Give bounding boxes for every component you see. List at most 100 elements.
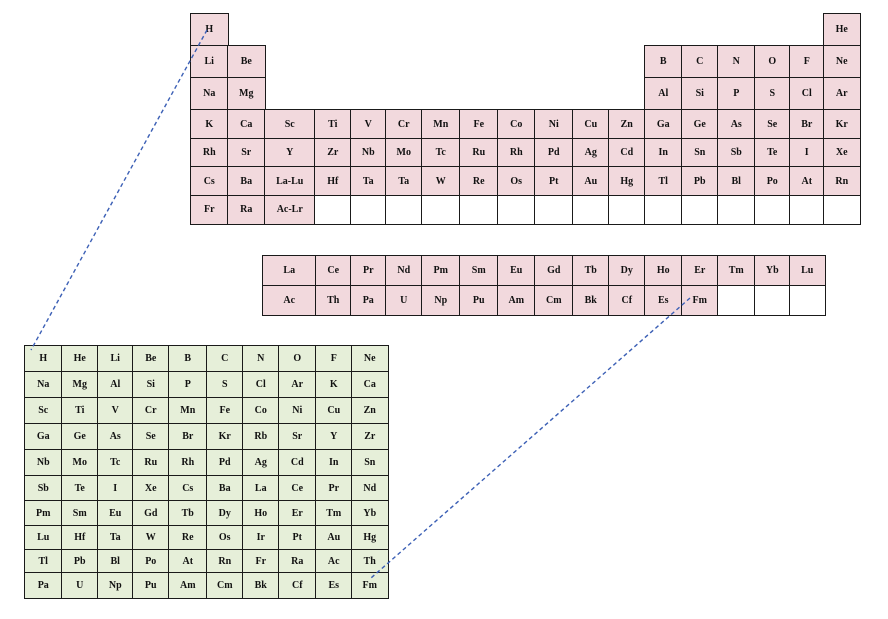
element-cell-ti: Ti: [314, 109, 352, 140]
empty-cell: [350, 195, 387, 225]
element-cell-pb: Pb: [681, 166, 719, 197]
grid-cell-ba: Ba: [206, 475, 244, 502]
grid-cell-pu: Pu: [132, 572, 170, 599]
f-block-cell-lu: Lu: [789, 255, 826, 287]
element-cell-cl: Cl: [789, 77, 825, 111]
grid-cell-tc: Tc: [97, 449, 134, 477]
grid-cell-ar: Ar: [278, 371, 317, 399]
grid-cell-bl: Bl: [97, 549, 134, 574]
element-cell-sb: Sb: [717, 138, 756, 168]
grid-cell-nd: Nd: [351, 475, 389, 502]
grid-cell-cr: Cr: [132, 397, 170, 425]
grid-cell-u: U: [61, 572, 99, 599]
f-block-cell-tm: Tm: [717, 255, 756, 287]
empty-cell: [608, 195, 646, 225]
grid-cell-hg: Hg: [351, 525, 389, 551]
element-cell-rh: Rh: [497, 138, 536, 168]
f-block-cell-cf: Cf: [608, 285, 646, 316]
empty-cell: [644, 195, 683, 225]
empty-cell: [385, 195, 423, 225]
f-block-cell-pr: Pr: [350, 255, 387, 287]
grid-cell-bk: Bk: [242, 572, 280, 599]
grid-cell-ce: Ce: [278, 475, 317, 502]
grid-cell-eu: Eu: [97, 500, 134, 527]
f-block-cell-ac: Ac: [262, 285, 317, 316]
empty-cell: [754, 285, 791, 316]
grid-cell-cd: Cd: [278, 449, 317, 477]
empty-cell: [681, 195, 719, 225]
grid-cell-gd: Gd: [132, 500, 170, 527]
grid-cell-be: Be: [132, 345, 170, 373]
empty-cell: [754, 195, 791, 225]
empty-cell: [421, 195, 461, 225]
grid-cell-np: Np: [97, 572, 134, 599]
element-cell-c: C: [681, 45, 719, 79]
grid-cell-ag: Ag: [242, 449, 280, 477]
grid-cell-yb: Yb: [351, 500, 389, 527]
grid-cell-fr: Fr: [242, 549, 280, 574]
f-block-cell-cm: Cm: [534, 285, 574, 316]
grid-cell-ga: Ga: [24, 423, 63, 451]
empty-cell: [497, 195, 536, 225]
empty-cell: [789, 195, 825, 225]
element-cell-ac-lr: Ac-Lr: [264, 195, 316, 225]
grid-cell-sc: Sc: [24, 397, 63, 425]
element-cell-sc: Sc: [264, 109, 316, 140]
grid-cell-s: S: [206, 371, 244, 399]
element-cell-ta: Ta: [385, 166, 423, 197]
grid-cell-w: W: [132, 525, 170, 551]
grid-cell-rb: Rb: [242, 423, 280, 451]
grid-cell-kr: Kr: [206, 423, 244, 451]
empty-cell: [789, 285, 826, 316]
f-block-cell-ho: Ho: [644, 255, 683, 287]
element-cell-mg: Mg: [227, 77, 266, 111]
element-cell-co: Co: [497, 109, 536, 140]
grid-cell-sb: Sb: [24, 475, 63, 502]
grid-cell-es: Es: [315, 572, 353, 599]
element-cell-fe: Fe: [459, 109, 499, 140]
element-cell-rh: Rh: [190, 138, 229, 168]
grid-cell-pb: Pb: [61, 549, 99, 574]
element-cell-y: Y: [264, 138, 316, 168]
grid-cell-po: Po: [132, 549, 170, 574]
grid-cell-b: B: [168, 345, 208, 373]
f-block-cell-er: Er: [681, 255, 719, 287]
f-block-cell-pm: Pm: [421, 255, 461, 287]
grid-cell-dy: Dy: [206, 500, 244, 527]
grid-cell-al: Al: [97, 371, 134, 399]
grid-cell-pm: Pm: [24, 500, 63, 527]
f-block-cell-am: Am: [497, 285, 536, 316]
grid-cell-cf: Cf: [278, 572, 317, 599]
element-cell-b: B: [644, 45, 683, 79]
element-cell-h: H: [190, 13, 229, 47]
grid-cell-au: Au: [315, 525, 353, 551]
grid-cell-ta: Ta: [97, 525, 134, 551]
grid-cell-cs: Cs: [168, 475, 208, 502]
f-block-cell-pu: Pu: [459, 285, 499, 316]
link-line-fermium: [370, 297, 691, 579]
grid-cell-th: Th: [351, 549, 389, 574]
grid-cell-zr: Zr: [351, 423, 389, 451]
f-block-cell-es: Es: [644, 285, 683, 316]
grid-cell-hf: Hf: [61, 525, 99, 551]
grid-cell-at: At: [168, 549, 208, 574]
element-cell-n: N: [717, 45, 756, 79]
f-block-cell-pa: Pa: [350, 285, 387, 316]
element-cell-be: Be: [227, 45, 266, 79]
element-cell-re: Re: [459, 166, 499, 197]
f-block-cell-np: Np: [421, 285, 461, 316]
link-line-hydrogen: [30, 29, 208, 351]
grid-cell-in: In: [315, 449, 353, 477]
element-cell-ta: Ta: [350, 166, 387, 197]
grid-cell-tm: Tm: [315, 500, 353, 527]
grid-cell-ca: Ca: [351, 371, 389, 399]
f-block-cell-sm: Sm: [459, 255, 499, 287]
grid-cell-mg: Mg: [61, 371, 99, 399]
element-cell-ra: Ra: [227, 195, 266, 225]
element-cell-w: W: [421, 166, 461, 197]
empty-cell: [717, 285, 756, 316]
empty-cell: [823, 195, 861, 225]
f-block-cell-u: U: [385, 285, 423, 316]
element-cell-i: I: [789, 138, 825, 168]
